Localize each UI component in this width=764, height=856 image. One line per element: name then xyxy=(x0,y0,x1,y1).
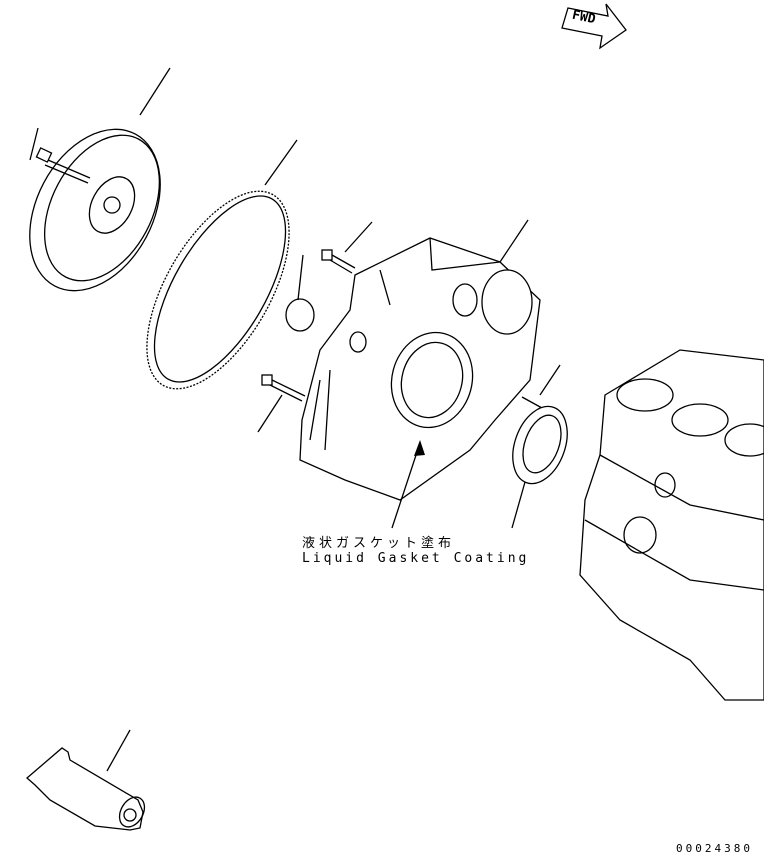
oil-seal xyxy=(511,405,568,529)
forward-arrow-icon xyxy=(561,3,627,50)
engine-block xyxy=(579,349,764,701)
gasket-note-english: Liquid Gasket Coating xyxy=(302,551,530,566)
flywheel-bolt xyxy=(29,127,91,184)
leader-line xyxy=(106,729,131,772)
leader-line xyxy=(499,219,529,263)
flywheel-housing xyxy=(299,219,541,501)
leader-line xyxy=(344,221,373,253)
leader-line xyxy=(139,67,171,116)
ring-gear xyxy=(146,139,298,390)
dowel-pin xyxy=(521,364,561,409)
leader-line xyxy=(511,481,526,529)
leader-line xyxy=(539,364,561,396)
housing-bolt-lower xyxy=(257,374,306,433)
leader-line xyxy=(297,254,304,301)
leader-line xyxy=(257,394,283,433)
drawing-number: 00024380 xyxy=(676,842,753,855)
gasket-leader xyxy=(391,440,425,529)
plug xyxy=(285,254,315,332)
leader-line xyxy=(29,127,39,161)
gasket-note-japanese: 液状ガスケット塗布 xyxy=(302,536,456,551)
liquid-gasket-tube xyxy=(26,729,146,831)
flywheel xyxy=(29,67,171,292)
housing-bolt-upper xyxy=(321,221,373,274)
leader-line xyxy=(264,139,298,186)
